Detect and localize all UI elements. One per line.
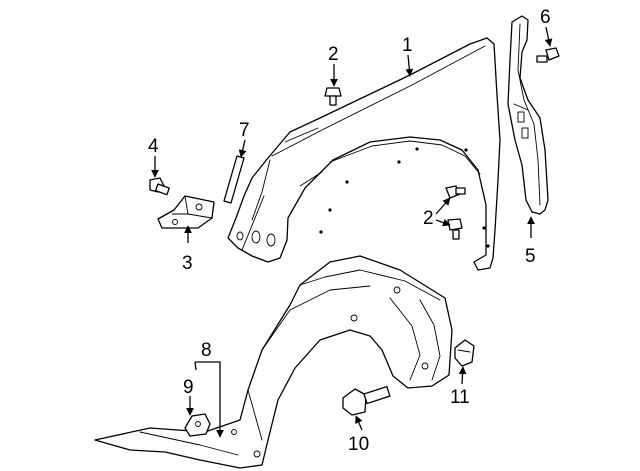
callout-3: 3	[182, 253, 193, 274]
bolt-4	[149, 177, 170, 196]
callout-9: 9	[183, 377, 194, 398]
leader-2b-up	[435, 197, 451, 215]
callout-2-right: 2	[423, 208, 434, 229]
callout-5: 5	[525, 246, 536, 267]
callout-10: 10	[348, 434, 369, 455]
leader-8-left	[194, 361, 197, 371]
leader-10	[355, 415, 363, 431]
bolt-2-low	[447, 218, 463, 240]
callout-11: 11	[450, 387, 470, 408]
push-pin-11	[454, 339, 475, 367]
callout-8: 8	[201, 340, 212, 361]
molding-strip	[223, 155, 245, 204]
fender-panel	[227, 37, 501, 271]
bolt-2-top	[324, 87, 342, 106]
fender-seal	[507, 15, 549, 215]
clip-nut-9	[184, 413, 211, 437]
bolt-6	[536, 47, 560, 63]
leader-1	[405, 54, 414, 77]
wheelhouse-liner	[94, 255, 453, 469]
callout-7: 7	[239, 120, 250, 141]
callout-6: 6	[540, 7, 551, 28]
screw-10	[342, 385, 391, 416]
leader-7	[238, 139, 247, 158]
callout-1: 1	[402, 35, 413, 56]
bolt-2-mid	[445, 185, 466, 199]
leader-6	[544, 26, 553, 47]
leader-8	[195, 361, 224, 438]
callout-4: 4	[148, 136, 159, 157]
fender-bracket	[157, 195, 215, 229]
leader-2b-down	[435, 218, 451, 227]
leader-11	[458, 366, 467, 385]
callout-2-top: 2	[328, 44, 339, 65]
